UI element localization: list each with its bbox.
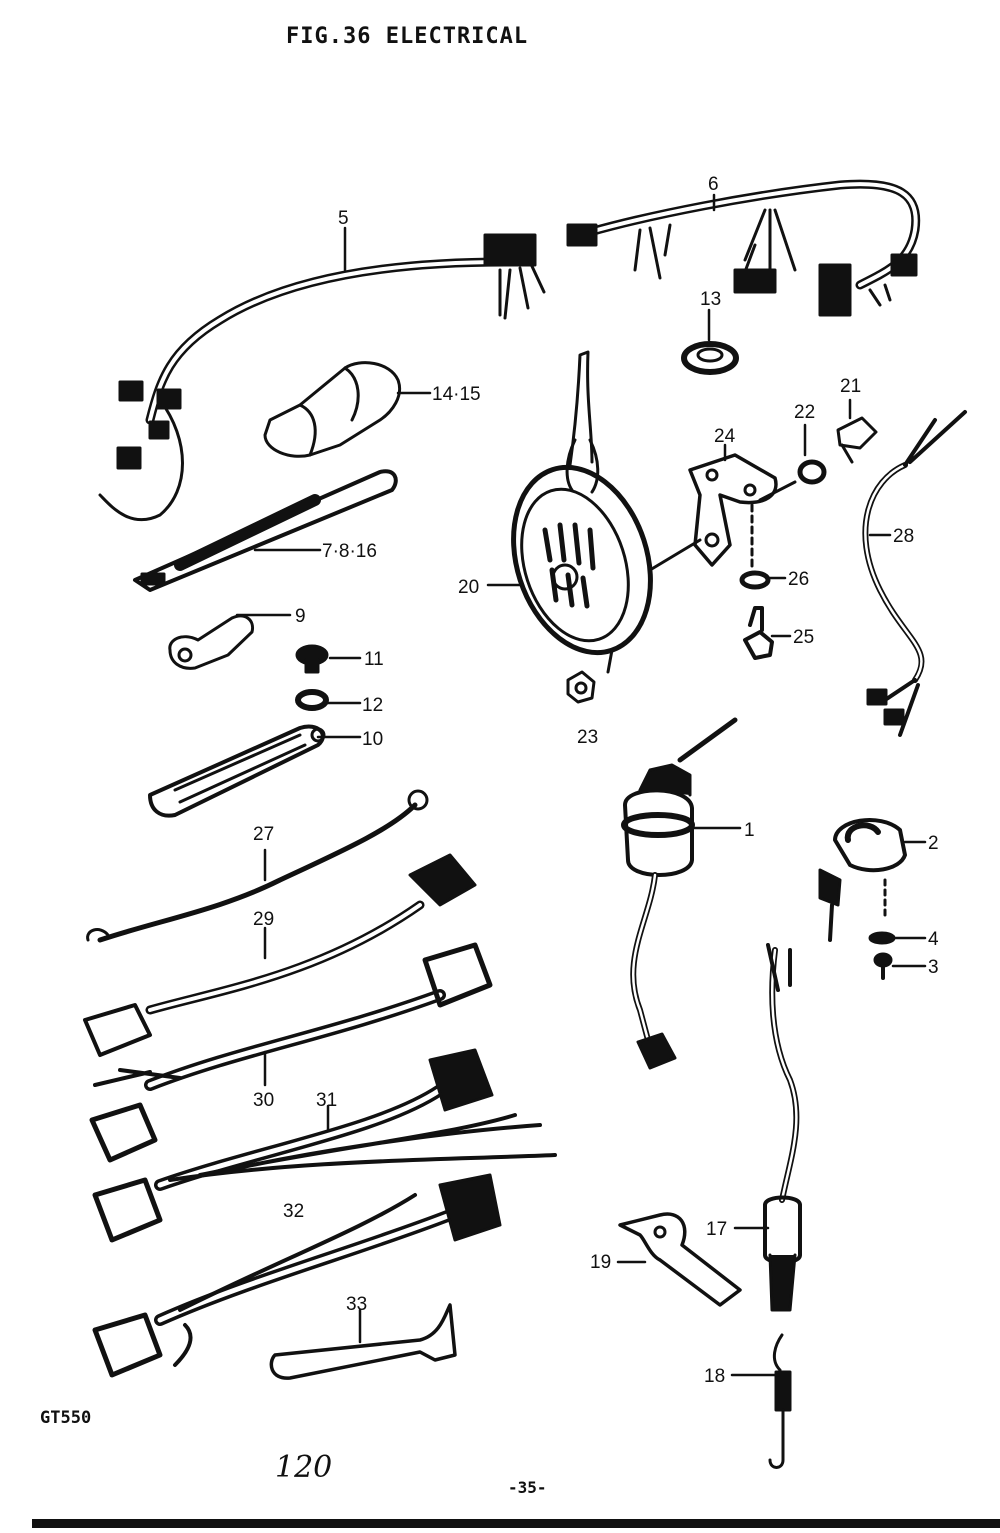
bolt-25 bbox=[743, 606, 774, 660]
washer-4 bbox=[868, 931, 896, 945]
callout-29: 29 bbox=[253, 909, 274, 930]
callout-19: 19 bbox=[590, 1252, 611, 1273]
callout-labels: 5 6 13 14·15 7·8·16 9 11 12 10 20 23 24 … bbox=[253, 174, 939, 1387]
harness-32 bbox=[92, 1173, 502, 1378]
washer-22 bbox=[758, 459, 827, 502]
callout-24: 24 bbox=[714, 426, 736, 447]
callout-22: 22 bbox=[794, 402, 815, 423]
steering-lock bbox=[818, 817, 907, 942]
callout-17: 17 bbox=[706, 1219, 727, 1240]
callout-33: 33 bbox=[346, 1294, 367, 1315]
horn bbox=[511, 350, 702, 674]
leader-lines bbox=[235, 193, 927, 1377]
callout-26: 26 bbox=[788, 569, 809, 590]
callout-9: 9 bbox=[295, 606, 306, 627]
clamp-band bbox=[133, 469, 398, 592]
callout-23: 23 bbox=[577, 727, 598, 748]
callout-11: 11 bbox=[364, 649, 384, 670]
harness-30 bbox=[89, 942, 493, 1163]
screw bbox=[295, 644, 329, 674]
callout-30: 30 bbox=[253, 1090, 274, 1111]
spring bbox=[768, 1333, 792, 1469]
handwritten-number: 120 bbox=[275, 1450, 333, 1485]
bracket-33 bbox=[269, 1303, 457, 1380]
protective-tube bbox=[263, 361, 401, 458]
grommet bbox=[681, 341, 739, 375]
callout-28: 28 bbox=[893, 526, 914, 547]
wire-clamp bbox=[168, 614, 255, 670]
lead-wire-28 bbox=[862, 410, 967, 737]
callout-31: 31 bbox=[316, 1090, 337, 1111]
main-wiring-harness bbox=[98, 233, 546, 522]
nut-23 bbox=[566, 670, 596, 704]
ground-wire-27 bbox=[86, 789, 429, 943]
bolt-21 bbox=[836, 416, 878, 464]
model-code: GT550 bbox=[40, 1408, 92, 1428]
callout-10: 10 bbox=[362, 729, 383, 750]
horn-bracket bbox=[688, 453, 778, 567]
ground-plate bbox=[148, 724, 326, 818]
ignition-switch bbox=[621, 717, 738, 1070]
callout-20: 20 bbox=[458, 577, 479, 598]
brake-light-switch bbox=[763, 943, 802, 1312]
callout-7-8-16: 7·8·16 bbox=[322, 541, 377, 562]
harness-31 bbox=[92, 1048, 557, 1243]
callout-25: 25 bbox=[793, 627, 814, 648]
callout-13: 13 bbox=[700, 289, 721, 310]
figure-title: FIG.36 ELECTRICAL bbox=[286, 24, 529, 49]
page-number: -35- bbox=[508, 1478, 547, 1497]
bottom-rule bbox=[32, 1519, 1000, 1528]
callout-1: 1 bbox=[744, 820, 755, 841]
callout-18: 18 bbox=[704, 1366, 725, 1387]
screw-3 bbox=[873, 952, 893, 980]
harness-29 bbox=[83, 853, 477, 1057]
washer bbox=[295, 689, 329, 711]
callout-4: 4 bbox=[928, 929, 939, 950]
callout-27: 27 bbox=[253, 824, 274, 845]
switch-bracket bbox=[618, 1212, 742, 1307]
washer-26 bbox=[739, 503, 771, 590]
sub-wiring-harness bbox=[566, 179, 921, 317]
callout-12: 12 bbox=[362, 695, 383, 716]
callout-5: 5 bbox=[338, 208, 349, 229]
callout-21: 21 bbox=[840, 376, 861, 397]
callout-2: 2 bbox=[928, 833, 939, 854]
callout-6: 6 bbox=[708, 174, 719, 195]
callout-14-15: 14·15 bbox=[432, 384, 481, 405]
callout-3: 3 bbox=[928, 957, 939, 978]
callout-32: 32 bbox=[283, 1201, 304, 1222]
